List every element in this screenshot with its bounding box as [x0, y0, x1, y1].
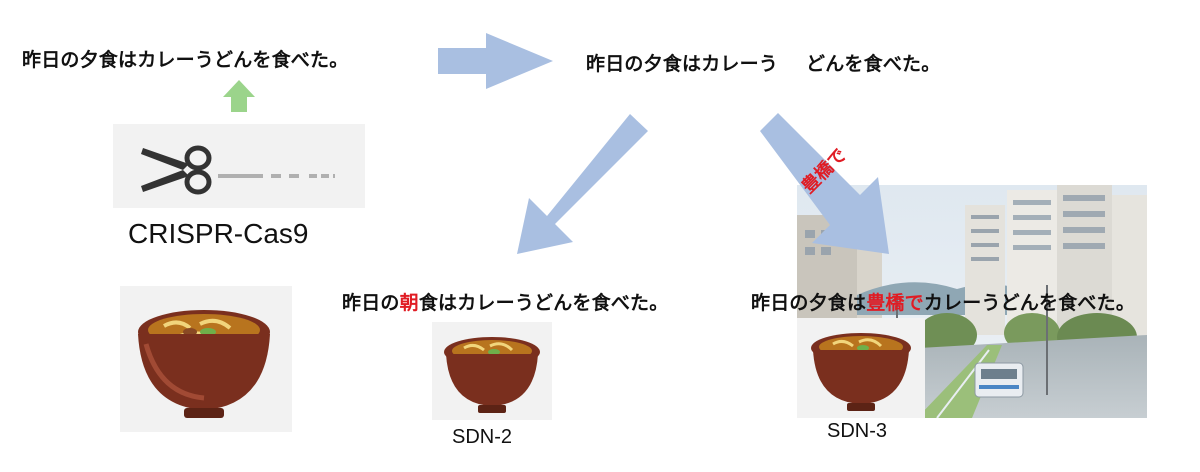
arrow-up-green [223, 80, 255, 112]
big-bowl-panel [120, 286, 292, 432]
original-sentence-text: 昨日の夕食はカレーうどんを食べた。 [22, 49, 349, 71]
sdn3-part1: 昨日の夕食は [751, 292, 867, 314]
arrow-down-right [760, 113, 889, 254]
curry-udon-bowl-icon [138, 310, 270, 418]
sdn2-label: SDN-2 [452, 426, 513, 448]
sdn3-bowl-panel [797, 318, 925, 418]
sdn2-bowl-panel [432, 322, 552, 420]
sdn3-inserted: 豊橋で [866, 292, 924, 314]
sdn3-part2: カレーうどんを食べた。 [923, 292, 1136, 314]
sdn3-label: SDN-3 [827, 420, 888, 442]
sdn3-sentence: 昨日の夕食は豊橋でカレーうどんを食べた。 [751, 288, 1135, 315]
arrow-down-left [517, 114, 648, 254]
sdn2-part1: 昨日の [342, 292, 400, 314]
sdn2-inserted: 朝 [399, 292, 419, 314]
sdn2-sentence: 昨日の朝食はカレーうどんを食べた。 [342, 288, 668, 315]
arrow-right [438, 33, 553, 89]
curry-udon-bowl-icon [811, 333, 911, 411]
tool-label: CRISPR-Cas9 [128, 218, 309, 249]
cut-sentence: 昨日の夕食はカレーう どんを食べた。 [586, 49, 940, 76]
cut-sentence-before: 昨日の夕食はカレーう [586, 53, 779, 75]
crispr-panel [113, 124, 365, 208]
sdn2-part2: 食はカレーうどんを食べた。 [418, 292, 669, 314]
scissors-icon [141, 145, 335, 195]
curry-udon-bowl-icon [444, 337, 540, 413]
cut-sentence-after: どんを食べた。 [806, 53, 941, 75]
original-sentence: 昨日の夕食はカレーうどんを食べた。 [22, 45, 348, 72]
